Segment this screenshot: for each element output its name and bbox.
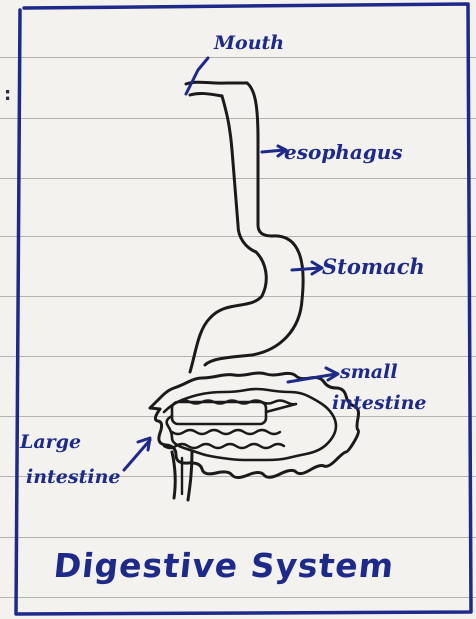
- rectum-left-wall: [172, 452, 175, 498]
- small-intestine-coil-inner: [172, 402, 266, 424]
- label-stomach: Stomach: [322, 254, 425, 279]
- label-large-intestine-line2: intestine: [26, 466, 121, 488]
- stomach-arrow: [292, 268, 320, 270]
- mouth-lip-bottom: [190, 93, 222, 96]
- large-intestine-arrow: [124, 440, 150, 470]
- rectum-right-wall: [188, 452, 192, 500]
- esophagus-arrow: [262, 150, 284, 152]
- small-intestine-wave-1: [172, 430, 280, 434]
- esophagus-left-wall: [222, 96, 256, 252]
- label-small-intestine-line2: intestine: [332, 392, 427, 414]
- diagram-caption: Digestive System: [52, 546, 396, 585]
- esophagus-right-wall: [247, 83, 272, 236]
- mouth-pointer-line: [186, 58, 208, 94]
- label-esophagus: esophagus: [284, 140, 403, 164]
- mouth-lip-top: [186, 82, 247, 84]
- diagram-frame: [16, 4, 471, 614]
- label-small-intestine-line1: small: [340, 361, 398, 383]
- label-large-intestine-line1: Large: [20, 431, 81, 453]
- label-mouth: Mouth: [214, 32, 284, 54]
